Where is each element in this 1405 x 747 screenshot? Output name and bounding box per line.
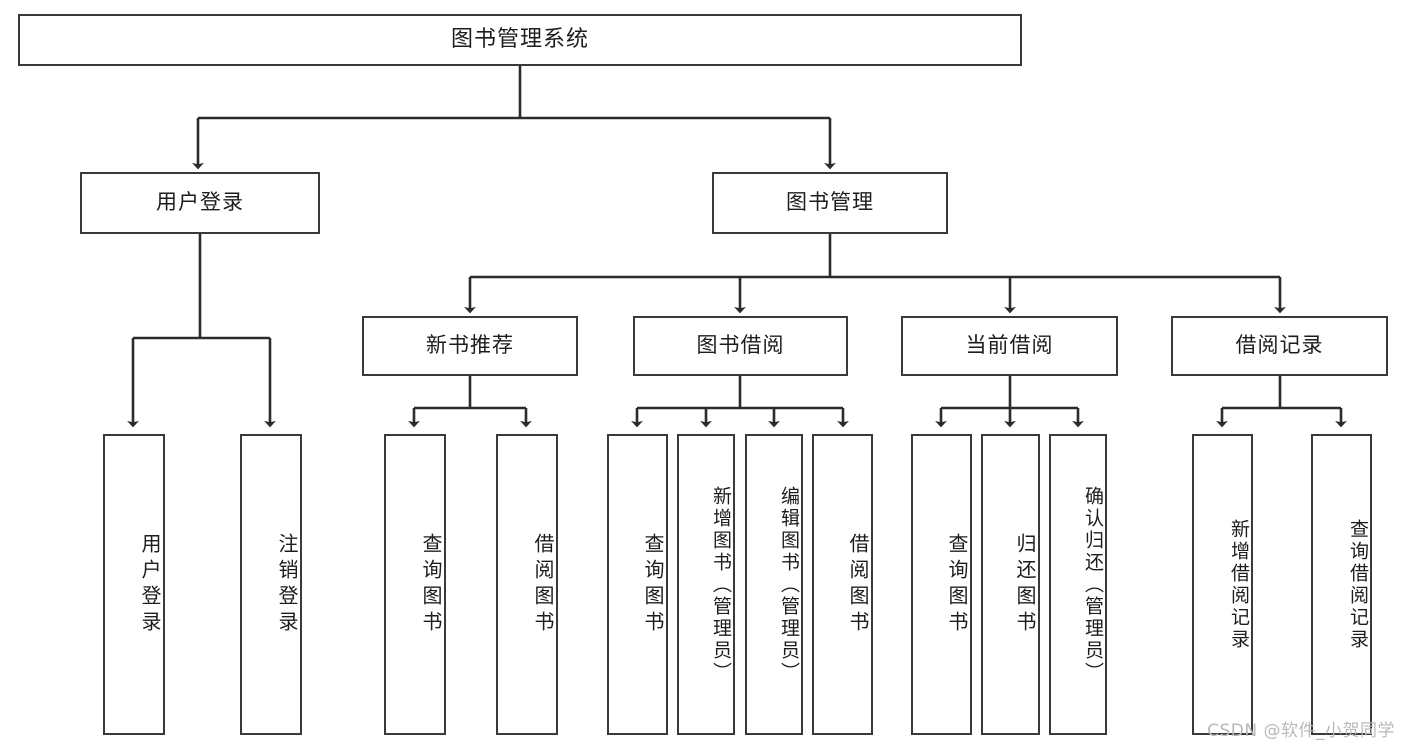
leaf-borrow-edit-book-admin[interactable]: 编辑图书（管理员） bbox=[745, 434, 803, 735]
leaf-label: 确认归还（管理员） bbox=[1082, 485, 1104, 684]
leaf-new-book-query[interactable]: 查询图书 bbox=[384, 434, 446, 735]
leaf-label: 查询图书 bbox=[641, 532, 665, 637]
leaf-user-login-signin[interactable]: 用户登录 bbox=[103, 434, 165, 735]
leaf-current-return-book[interactable]: 归还图书 bbox=[981, 434, 1040, 735]
leaf-borrow-query-book[interactable]: 查询图书 bbox=[607, 434, 668, 735]
node-root-system[interactable]: 图书管理系统 bbox=[18, 14, 1022, 66]
leaf-new-book-borrow[interactable]: 借阅图书 bbox=[496, 434, 558, 735]
node-user-login[interactable]: 用户登录 bbox=[80, 172, 320, 234]
leaf-label: 借阅图书 bbox=[531, 532, 555, 637]
leaf-record-add-record[interactable]: 新增借阅记录 bbox=[1192, 434, 1253, 735]
node-new-book-recommend[interactable]: 新书推荐 bbox=[362, 316, 578, 376]
leaf-borrow-add-book-admin[interactable]: 新增图书（管理员） bbox=[677, 434, 735, 735]
node-book-management[interactable]: 图书管理 bbox=[712, 172, 948, 234]
leaf-label: 借阅图书 bbox=[846, 532, 870, 637]
leaf-label: 用户登录 bbox=[138, 532, 162, 637]
leaf-current-query-book[interactable]: 查询图书 bbox=[911, 434, 972, 735]
leaf-label: 新增图书（管理员） bbox=[710, 485, 732, 684]
leaf-current-confirm-return-admin[interactable]: 确认归还（管理员） bbox=[1049, 434, 1107, 735]
watermark-text: CSDN @软件_小贺同学 bbox=[1207, 721, 1395, 741]
node-borrow-record[interactable]: 借阅记录 bbox=[1171, 316, 1388, 376]
leaf-label: 注销登录 bbox=[275, 532, 299, 637]
node-current-borrow[interactable]: 当前借阅 bbox=[901, 316, 1118, 376]
leaf-label: 查询图书 bbox=[945, 532, 969, 637]
leaf-label: 查询借阅记录 bbox=[1347, 518, 1369, 651]
leaf-user-login-signout[interactable]: 注销登录 bbox=[240, 434, 302, 735]
leaf-label: 编辑图书（管理员） bbox=[778, 485, 800, 684]
leaf-label: 查询图书 bbox=[419, 532, 443, 637]
leaf-record-query-record[interactable]: 查询借阅记录 bbox=[1311, 434, 1372, 735]
node-book-borrow[interactable]: 图书借阅 bbox=[633, 316, 848, 376]
leaf-label: 归还图书 bbox=[1013, 532, 1037, 637]
leaf-label: 新增借阅记录 bbox=[1228, 518, 1250, 651]
leaf-borrow-borrow-book[interactable]: 借阅图书 bbox=[812, 434, 873, 735]
